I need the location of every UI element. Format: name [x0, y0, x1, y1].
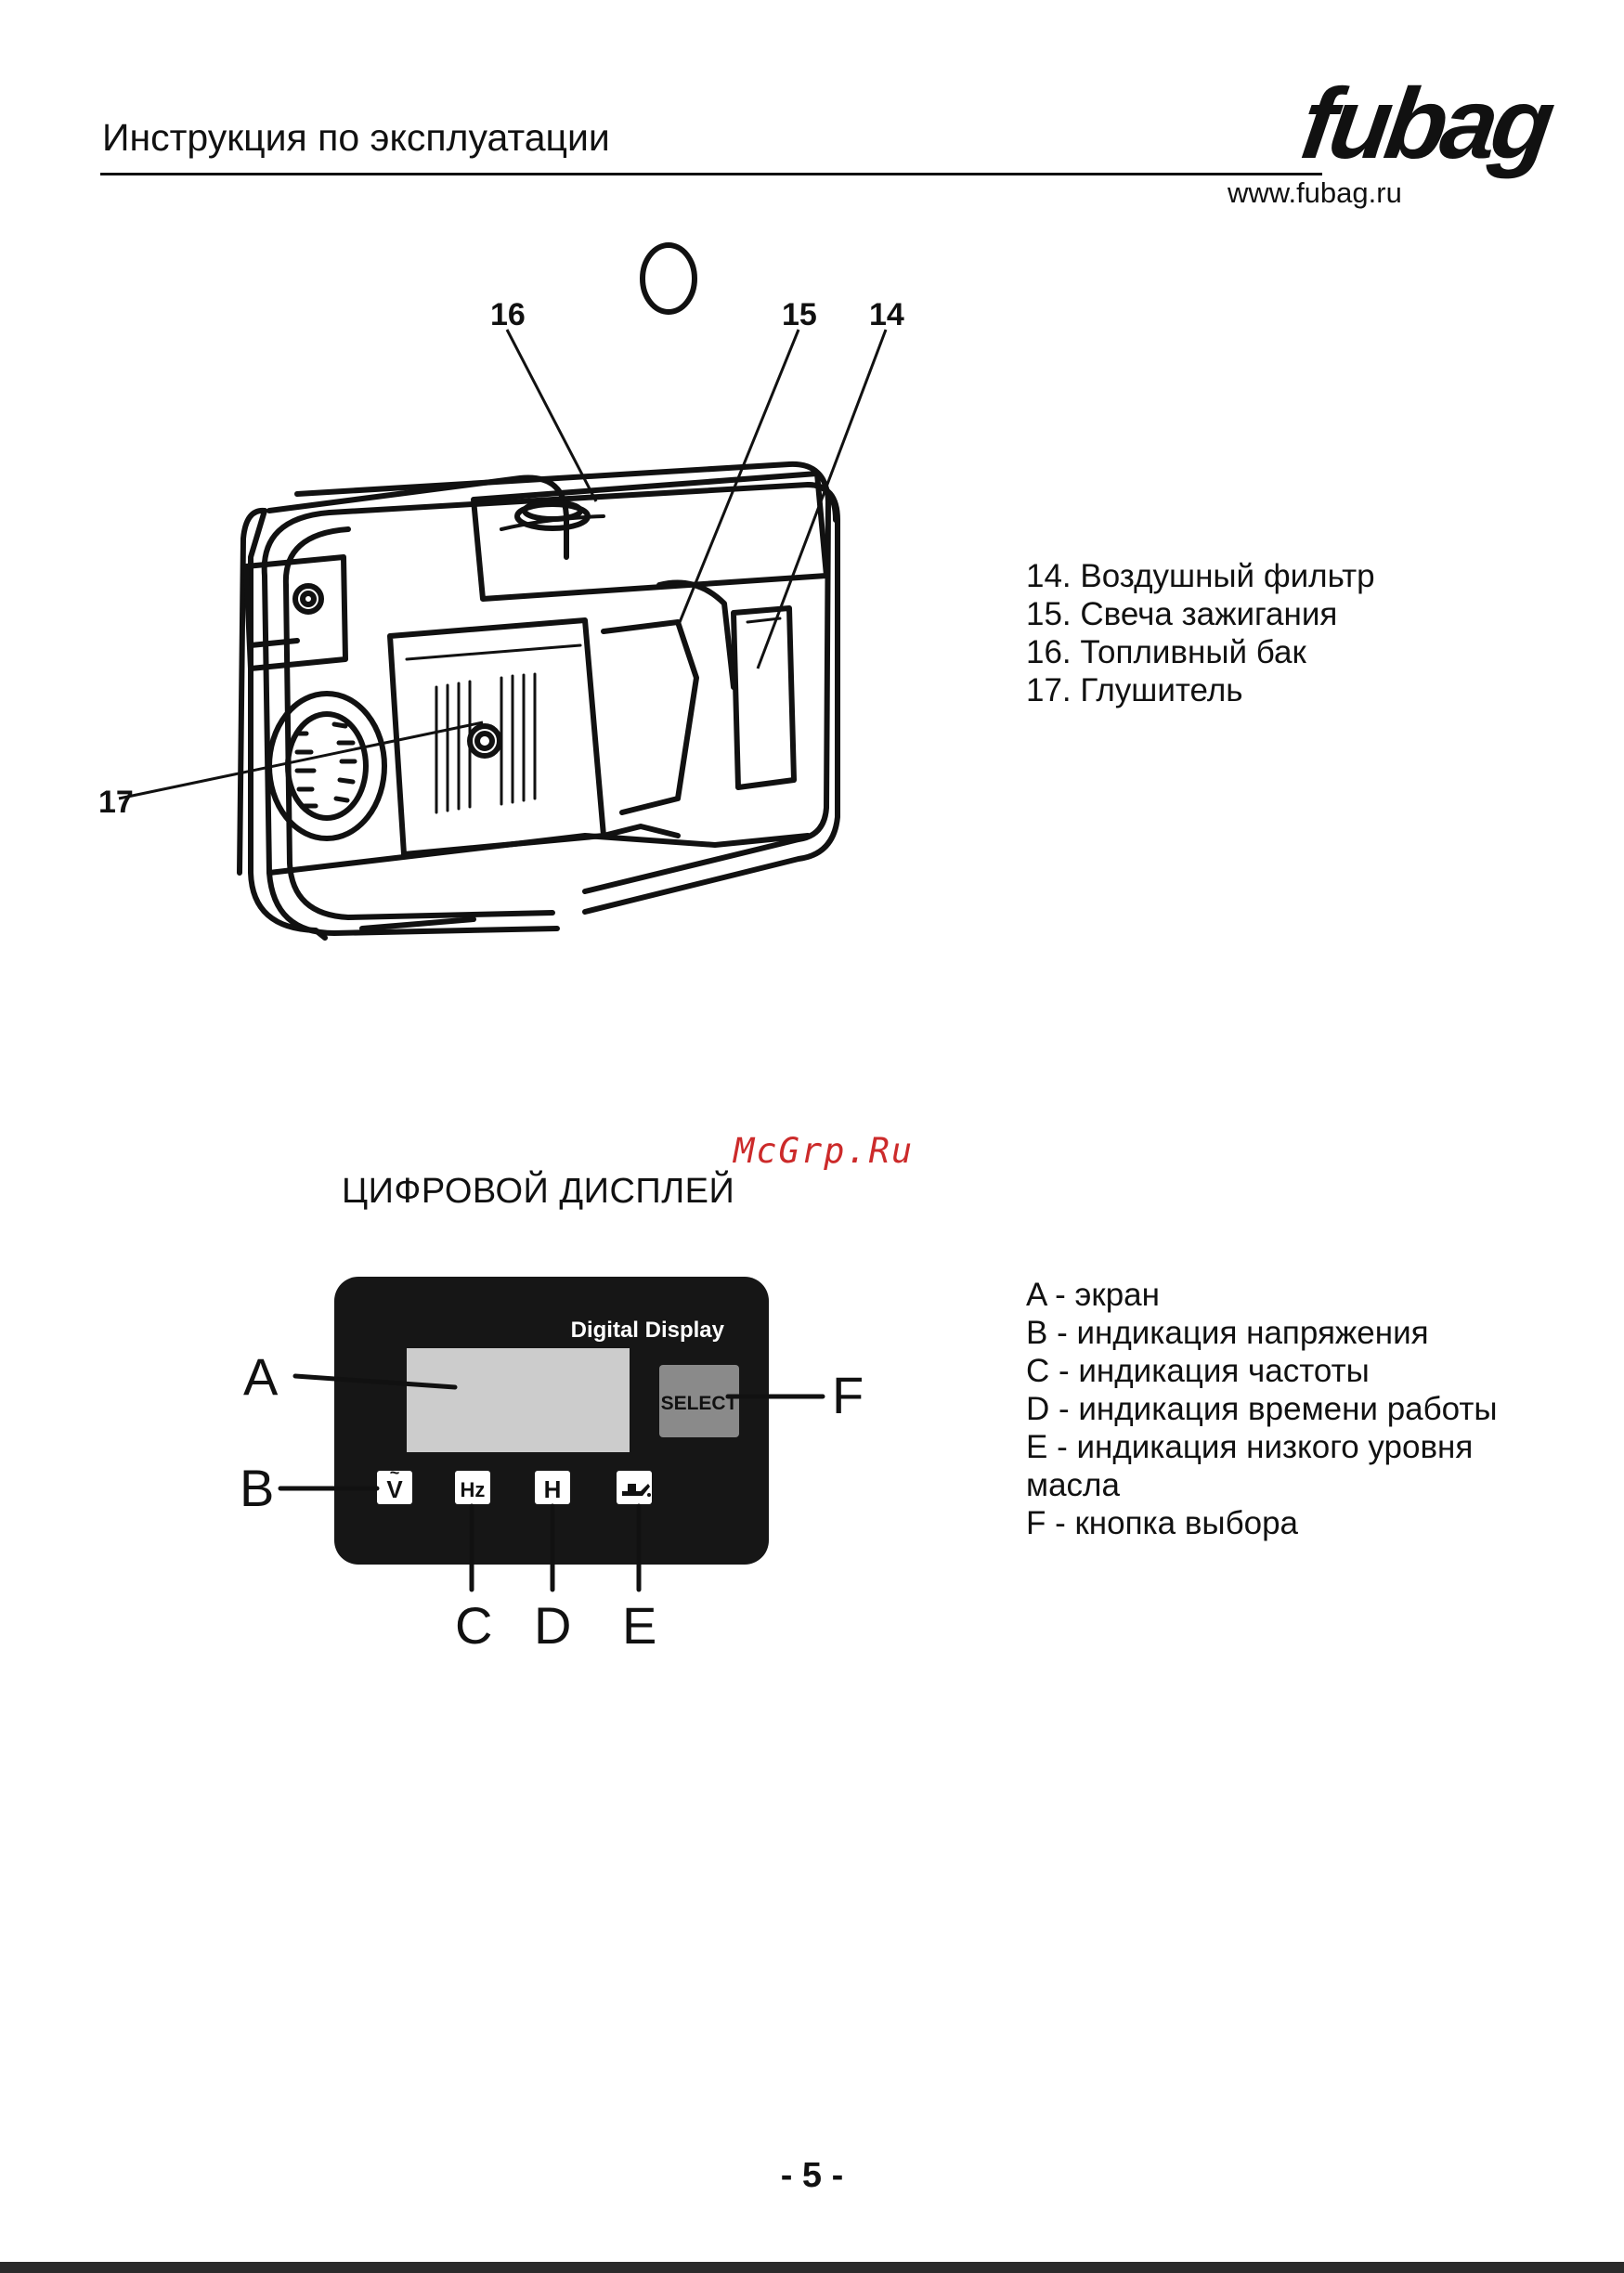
header-divider	[100, 173, 1322, 175]
label-c: C	[455, 1596, 492, 1655]
list-item: F - кнопка выбора	[1026, 1505, 1299, 1541]
website-url[interactable]: www.fubag.ru	[1228, 176, 1402, 209]
section-title: ЦИФРОВОЙ ДИСПЛЕЙ	[342, 1172, 735, 1211]
label-d: D	[534, 1596, 571, 1655]
list-item: B - индикация напряжения	[1026, 1315, 1429, 1351]
watermark: McGrp.Ru	[734, 1131, 915, 1171]
list-item: A - экран	[1026, 1277, 1160, 1313]
callout-15: 15	[782, 297, 817, 332]
frequency-indicator: Hz	[461, 1478, 486, 1501]
page-bottom-edge	[0, 2262, 1624, 2273]
label-e: E	[622, 1596, 656, 1655]
list-item: D - индикация времени работы	[1026, 1391, 1498, 1427]
voltage-indicator: V	[386, 1475, 403, 1503]
digital-display-diagram: Digital Display SELECT V ~ Hz H A B C D …	[240, 1277, 864, 1655]
hours-indicator: H	[544, 1475, 562, 1503]
generator-illustration: 16 15 14 17	[98, 242, 904, 941]
document-title: Инструкция по эксплуатации	[102, 116, 610, 159]
list-item: 15. Свеча зажигания	[1026, 596, 1338, 632]
display-legend: A - экран B - индикация напряжения C - и…	[1026, 1276, 1546, 1542]
list-item: 17. Глушитель	[1026, 672, 1243, 708]
list-item: C - индикация частоты	[1026, 1353, 1370, 1389]
select-button[interactable]	[659, 1365, 739, 1437]
fubag-logo: fubag	[1295, 67, 1561, 178]
callout-14: 14	[869, 297, 904, 332]
label-f: F	[832, 1366, 864, 1424]
callout-16-leader	[505, 329, 598, 502]
callout-16: 16	[490, 297, 526, 332]
callout-15-leader	[676, 329, 800, 628]
list-item: 16. Топливный бак	[1026, 634, 1306, 670]
panel-label: Digital Display	[571, 1318, 725, 1343]
svg-text:~: ~	[390, 1463, 400, 1482]
select-button-label: SELECT	[661, 1393, 738, 1414]
label-a: A	[243, 1347, 279, 1406]
list-item: 14. Воздушный фильтр	[1026, 558, 1375, 594]
screen	[407, 1348, 630, 1452]
label-b: B	[240, 1459, 274, 1517]
list-item: E - индикация низкого уровня масла	[1026, 1429, 1474, 1503]
page-number: - 5 -	[780, 2156, 844, 2195]
callout-14-leader	[756, 329, 888, 669]
callout-17-leader	[118, 721, 484, 800]
svg-text:fubag: fubag	[1295, 67, 1561, 178]
callout-17: 17	[98, 785, 134, 820]
parts-list: 14. Воздушный фильтр 15. Свеча зажигания…	[1026, 557, 1375, 709]
oil-can-icon	[622, 1484, 651, 1497]
